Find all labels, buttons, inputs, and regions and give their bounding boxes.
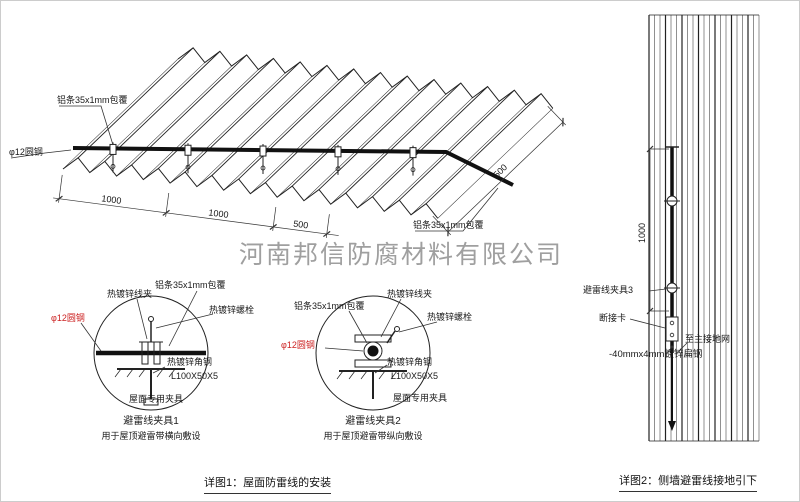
label-round-steel-top: φ12圆钢 <box>9 147 43 157</box>
company-watermark: 河南邦信防腐材料有限公司 <box>238 242 564 269</box>
d1-label-angle-spec: L100X50X5 <box>171 371 219 381</box>
label-alu-strip-right: 铝条35x1mm包覆 <box>413 220 484 230</box>
d1-title: 避雷线夹具1 <box>123 416 179 427</box>
d1-label-round-steel: φ12圆钢 <box>51 313 85 323</box>
dim-front-1: 1000 <box>101 193 122 206</box>
disconnect-card-symbol <box>665 316 679 342</box>
d1-label-alu: 铝条35x1mm包覆 <box>155 280 226 290</box>
caption-detail-2: 详图2：侧墙避雷线接地引下 <box>619 472 758 492</box>
d1-label-bolt: 热镀锌螺栓 <box>209 305 255 315</box>
d2-label-round-steel: φ12圆钢 <box>281 340 315 350</box>
wall-dimension: 1000 <box>637 145 669 315</box>
d1-label-angle: 热镀锌角钢 <box>167 357 213 367</box>
d2-title: 避雷线夹具2 <box>345 416 401 427</box>
wall-label-clamp3: 避雷线夹具3 <box>583 285 634 295</box>
roof-front-dimension: 1000 1000 500 <box>53 174 339 238</box>
d2-label-alu: 铝条35x1mm包覆 <box>294 301 365 311</box>
d2-subtitle: 用于屋顶避雷带纵向敷设 <box>323 431 423 441</box>
dim-wall-1000: 1000 <box>637 223 647 243</box>
roof-isometric-drawing: 1000 1000 500 500 <box>10 47 566 238</box>
caption-detail-1: 详图1：屋面防雷线的安装 <box>204 474 332 494</box>
d2-label-clamp: 热镀锌线夹 <box>387 289 433 299</box>
down-arrow <box>668 421 676 431</box>
lightning-wire <box>72 146 514 187</box>
detail-circle-1 <box>80 290 214 411</box>
roof-corrugation-lines <box>62 47 554 219</box>
dim-front-3: 500 <box>293 219 309 231</box>
detail-circle-2 <box>315 295 438 411</box>
wall-label-disconnect: 断接卡 <box>599 313 627 323</box>
wall-drawing: 1000 <box>629 14 760 442</box>
d1-label-clamp: 热镀锌线夹 <box>107 289 153 299</box>
wall-corrugation-lines <box>648 14 760 442</box>
d1-subtitle: 用于屋顶避雷带横向敷设 <box>101 431 201 441</box>
d2-label-angle-spec: L100X50X5 <box>391 371 439 381</box>
roof-right-dimension: 500 <box>432 106 566 237</box>
wall-label-flat-steel: -40mmx4mm镀锌扁钢 <box>609 349 703 360</box>
detail2-leader-lines <box>324 298 438 374</box>
d2-label-bolt: 热镀锌螺栓 <box>427 312 473 322</box>
roof-leader-lines <box>10 105 499 232</box>
wall-label-to-ground: 至主接地网 <box>685 334 731 344</box>
roof-wire-clamps <box>109 142 417 176</box>
wall-leader-lines <box>629 288 688 354</box>
d2-label-fastener: 屋面专用夹具 <box>393 393 448 403</box>
dim-front-2: 1000 <box>208 207 229 220</box>
d1-label-fastener: 屋面专用夹具 <box>129 394 184 404</box>
d2-label-angle: 热镀锌角钢 <box>387 357 433 367</box>
detail1-leader-lines <box>80 290 214 374</box>
label-alu-strip-top: 铝条35x1mm包覆 <box>57 95 128 105</box>
